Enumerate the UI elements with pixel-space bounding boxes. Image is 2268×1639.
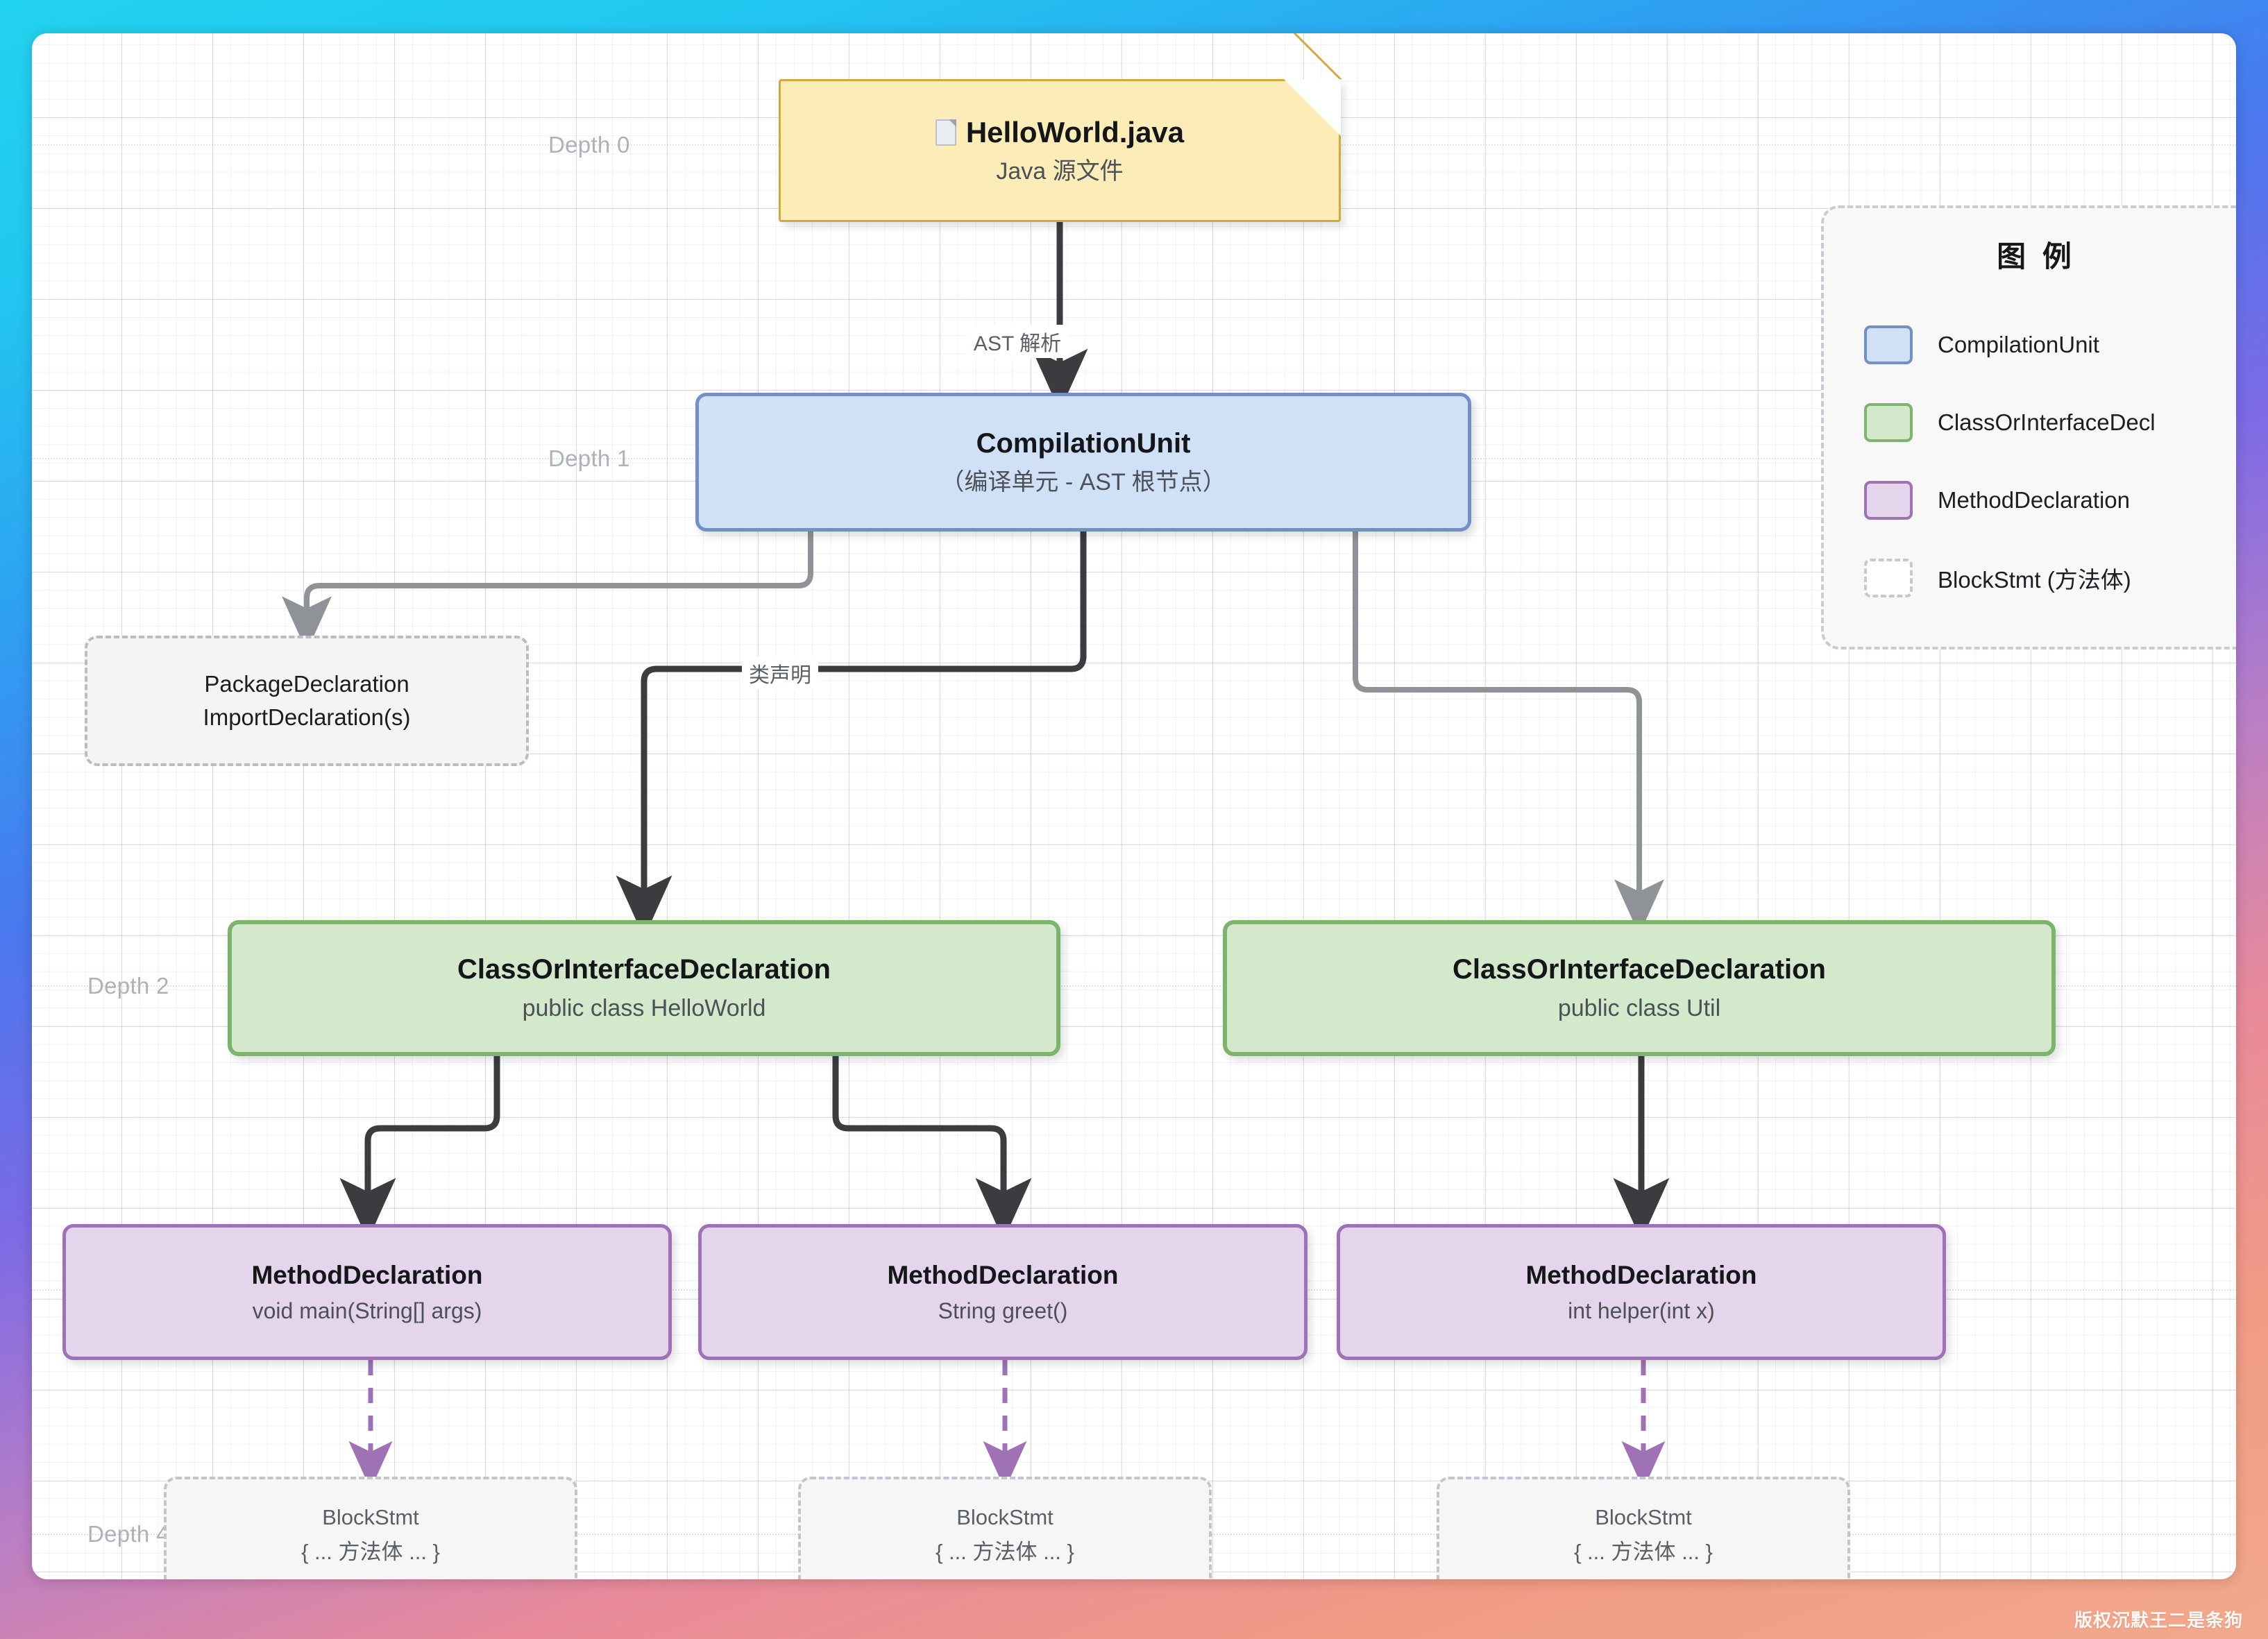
legend-label-method-decl: MethodDeclaration (1938, 487, 2130, 513)
edge-cu-to-class-helloworld (616, 528, 1087, 938)
node-block-main[interactable]: BlockStmt { ... 方法体 ... } (164, 1477, 577, 1579)
method-greet-title: MethodDeclaration (887, 1260, 1119, 1289)
node-method-main[interactable]: MethodDeclaration void main(String[] arg… (62, 1224, 672, 1360)
node-method-greet[interactable]: MethodDeclaration String greet() (698, 1224, 1308, 1360)
node-package-import[interactable]: PackageDeclaration ImportDeclaration(s) (85, 636, 529, 766)
depth-label-2: Depth 2 (87, 973, 169, 999)
class-helloworld-title: ClassOrInterfaceDeclaration (457, 954, 831, 985)
block-greet-title: BlockStmt (956, 1505, 1053, 1530)
method-helper-title: MethodDeclaration (1525, 1260, 1757, 1289)
node-block-greet[interactable]: BlockStmt { ... 方法体 ... } (798, 1477, 1212, 1579)
method-main-title: MethodDeclaration (251, 1260, 483, 1289)
edge-cu-to-class-util (1353, 529, 1664, 935)
legend-swatch-method-decl (1864, 481, 1913, 520)
block-main-subtitle: { ... 方法体 ... } (301, 1539, 440, 1564)
file-node-title: HelloWorld.java (935, 115, 1185, 150)
legend-label-class-decl: ClassOrInterfaceDecl (1938, 409, 2156, 435)
depth-rule-2 (32, 985, 2236, 987)
block-greet-subtitle: { ... 方法体 ... } (936, 1539, 1074, 1564)
method-main-subtitle: void main(String[] args) (252, 1298, 482, 1323)
edge-class-helloworld-to-main (339, 1053, 500, 1241)
legend-item-compilation-unit: CompilationUnit (1824, 306, 2236, 384)
node-class-util[interactable]: ClassOrInterfaceDeclaration public class… (1223, 920, 2056, 1056)
legend-item-method-decl: MethodDeclaration (1824, 461, 2236, 539)
pkg-line2: ImportDeclaration(s) (203, 704, 411, 730)
fold-corner (1284, 79, 1341, 136)
legend-swatch-compilation-unit (1864, 325, 1913, 364)
node-compilation-unit[interactable]: CompilationUnit （编译单元 - AST 根节点） (695, 393, 1471, 532)
legend-label-block-stmt: BlockStmt (方法体) (1938, 567, 2131, 593)
class-helloworld-subtitle: public class HelloWorld (522, 995, 766, 1022)
node-block-helper[interactable]: BlockStmt { ... 方法体 ... } (1437, 1477, 1850, 1579)
cu-title: CompilationUnit (976, 428, 1191, 459)
edge-label-parse: AST 解析 (966, 325, 1069, 358)
depth-label-1: Depth 1 (548, 445, 630, 471)
method-greet-subtitle: String greet() (938, 1298, 1068, 1323)
legend-label-compilation-unit: CompilationUnit (1938, 332, 2099, 357)
depth-label-0: Depth 0 (548, 132, 630, 158)
block-helper-subtitle: { ... 方法体 ... } (1574, 1539, 1713, 1564)
class-util-title: ClassOrInterfaceDeclaration (1452, 954, 1826, 985)
cu-subtitle: （编译单元 - AST 根节点） (940, 469, 1226, 496)
file-node-subtitle: Java 源文件 (996, 158, 1124, 185)
legend-title: 图 例 (1997, 240, 2076, 273)
watermark: 版权沉默王二是条狗 (2074, 1610, 2243, 1631)
file-node-title-text: HelloWorld.java (965, 115, 1185, 148)
legend-item-class-decl: ClassOrInterfaceDecl (1824, 384, 2236, 461)
edge-class-helloworld-to-greet (832, 1053, 1032, 1241)
document-icon (935, 119, 956, 146)
node-java-file[interactable]: HelloWorld.java Java 源文件 (779, 33, 1342, 222)
block-main-title: BlockStmt (322, 1505, 419, 1530)
legend-swatch-class-decl (1864, 403, 1913, 442)
node-method-helper[interactable]: MethodDeclaration int helper(int x) (1337, 1224, 1946, 1360)
block-helper-title: BlockStmt (1595, 1505, 1692, 1530)
method-helper-subtitle: int helper(int x) (1568, 1298, 1715, 1323)
edge-cu-to-package (282, 529, 813, 652)
pkg-line1: PackageDeclaration (204, 671, 409, 697)
legend-item-block-stmt: BlockStmt (方法体) (1824, 539, 2236, 617)
node-class-helloworld[interactable]: ClassOrInterfaceDeclaration public class… (228, 920, 1060, 1056)
depth-label-4: Depth 4 (87, 1521, 169, 1547)
class-util-subtitle: public class Util (1557, 995, 1721, 1022)
edge-label-class-decl: 类声明 (742, 656, 818, 690)
legend-swatch-block-stmt (1864, 559, 1913, 597)
diagram-canvas: Depth 0 Depth 1 Depth 2 Depth 3 Depth 4 (32, 33, 2236, 1579)
legend-panel: 图 例 CompilationUnit ClassOrInterfaceDecl… (1821, 205, 2236, 649)
